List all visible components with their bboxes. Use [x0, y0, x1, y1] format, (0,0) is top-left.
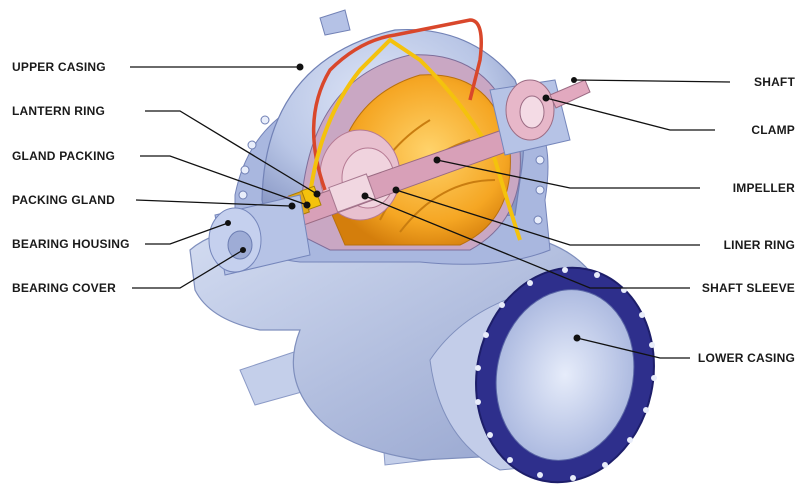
bearing-cover-hub — [228, 231, 252, 259]
dot-bearing-housing — [225, 220, 231, 226]
label-upper-casing: UPPER CASING — [12, 60, 106, 74]
label-bearing-cover: BEARING COVER — [12, 281, 116, 295]
dot-gland-packing — [304, 202, 311, 209]
label-clamp: CLAMP — [751, 123, 795, 137]
leader-shaft — [575, 80, 730, 82]
dot-liner-ring — [393, 187, 400, 194]
dot-shaft-sleeve — [362, 193, 369, 200]
dot-impeller — [434, 157, 441, 164]
label-shaft-sleeve: SHAFT SLEEVE — [702, 281, 795, 295]
label-lower-casing: LOWER CASING — [698, 351, 795, 365]
pump-body — [190, 10, 674, 491]
dot-shaft — [571, 77, 577, 83]
dot-lower-casing — [574, 335, 581, 342]
dot-clamp — [543, 95, 550, 102]
label-impeller: IMPELLER — [733, 181, 795, 195]
dot-upper-casing — [297, 64, 304, 71]
label-lantern-ring: LANTERN RING — [12, 104, 105, 118]
dot-lantern-ring — [314, 191, 321, 198]
dot-packing-gland — [289, 203, 296, 210]
label-bearing-housing: BEARING HOUSING — [12, 237, 130, 251]
upper-casing-top — [320, 10, 350, 35]
dot-bearing-cover — [240, 247, 246, 253]
label-gland-packing: GLAND PACKING — [12, 149, 115, 163]
label-packing-gland: PACKING GLAND — [12, 193, 115, 207]
label-liner-ring: LINER RING — [724, 238, 795, 252]
leader-clamp — [546, 98, 715, 130]
clamp-inner — [520, 96, 544, 128]
label-shaft: SHAFT — [754, 75, 795, 89]
